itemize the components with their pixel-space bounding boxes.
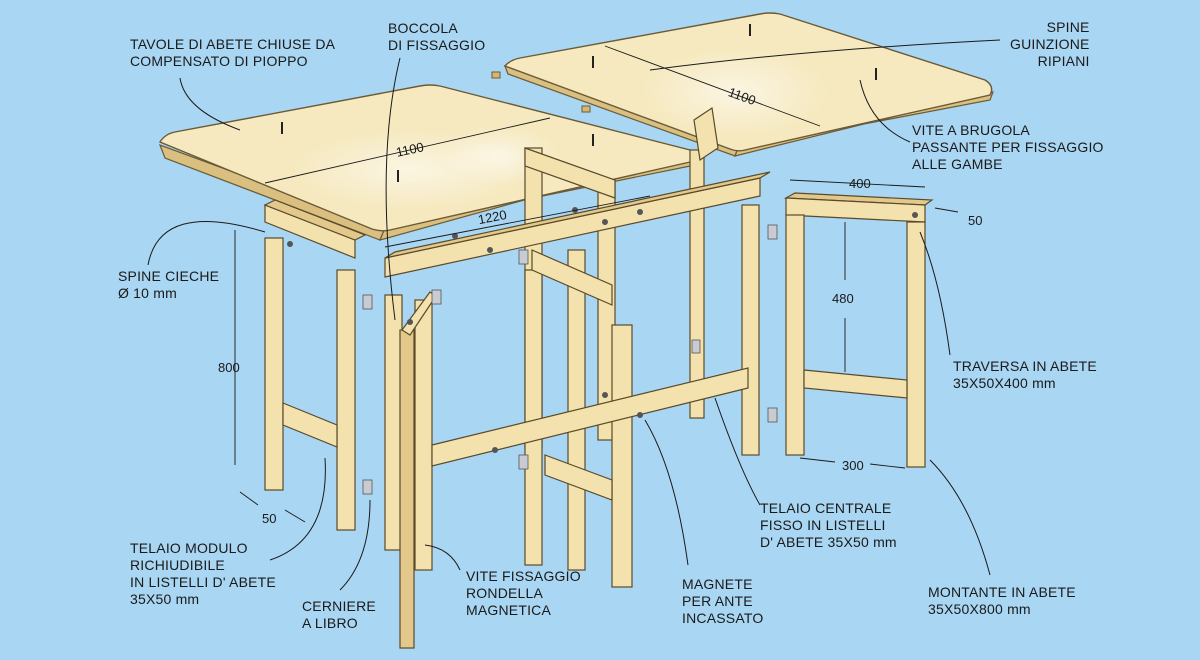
dim-frame-width: 400 bbox=[849, 176, 871, 191]
label-spine-cieche: SPINE CIECHE Ø 10 mm bbox=[118, 268, 220, 301]
label-vite-fissaggio: VITE FISSAGGIO RONDELLA MAGNETICA bbox=[466, 568, 581, 618]
label-telaio-modulo: TELAIO MODULO RICHIUDIBILE IN LISTELLI D… bbox=[130, 540, 276, 607]
top-screws bbox=[281, 24, 877, 182]
left-top-support bbox=[263, 199, 367, 259]
label-magnete: MAGNETE PER ANTE INCASSATO bbox=[682, 576, 764, 626]
dim-frame-height: 480 bbox=[832, 291, 854, 306]
label-telaio-centrale: TELAIO CENTRALE FISSO IN LISTELLI D' ABE… bbox=[760, 500, 897, 550]
dim-leg-width: 50 bbox=[262, 511, 276, 526]
label-vite-brugola: VITE A BRUGOLA PASSANTE PER FISSAGGIO AL… bbox=[912, 122, 1104, 172]
right-end-frame bbox=[783, 192, 934, 468]
middle-folding-module bbox=[384, 291, 437, 649]
beam-bolts bbox=[287, 207, 918, 453]
label-boccola: BOCCOLA DI FISSAGGIO bbox=[388, 20, 486, 53]
leader-lines bbox=[147, 39, 1001, 591]
dim-top-left: 1100 bbox=[395, 139, 425, 159]
label-traversa: TRAVERSA IN ABETE 35X50X400 mm bbox=[953, 358, 1097, 391]
dim-height: 800 bbox=[218, 360, 240, 375]
dimension-lines bbox=[234, 45, 959, 523]
left-frame-module bbox=[264, 237, 356, 531]
label-cerniere: CERNIERE A LIBRO bbox=[302, 598, 376, 631]
label-montante: MONTANTE IN ABETE 35X50X800 mm bbox=[928, 584, 1076, 617]
dowels bbox=[491, 71, 591, 113]
dim-beam: 1220 bbox=[477, 207, 508, 227]
dim-frame-bottom: 300 bbox=[842, 458, 864, 473]
hinges bbox=[362, 224, 778, 495]
label-spine-guinzione: SPINE GUINZIONE RIPIANI bbox=[1010, 19, 1090, 69]
dim-frame-depth: 50 bbox=[968, 213, 982, 228]
label-tavole: TAVOLE DI ABETE CHIUSE DA COMPENSATO DI … bbox=[130, 36, 336, 69]
long-beams bbox=[384, 171, 771, 467]
